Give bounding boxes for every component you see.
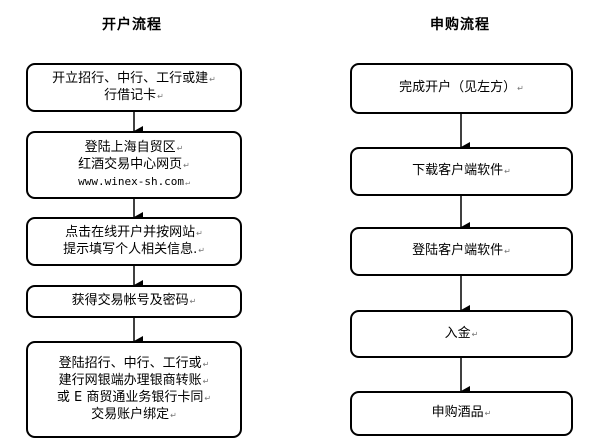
right-step-2-line-1: 下载客户端软件: [412, 163, 511, 180]
right-step-4-line-1: 入金: [445, 326, 479, 343]
left-step-2-line-2: 红酒交易中心网页: [78, 157, 190, 174]
left-step-4: 获得交易帐号及密码: [26, 285, 242, 318]
left-step-5-line-4: 交易账户绑定: [91, 407, 177, 424]
left-step-5-line-3: 或 E 商贸通业务银行卡同: [57, 390, 211, 407]
left-step-2: 登陆上海自贸区 红酒交易中心网页 www.winex-sh.com: [26, 131, 242, 199]
left-step-5: 登陆招行、中行、工行或 建行网银端办理银商转账 或 E 商贸通业务银行卡同 交易…: [26, 341, 242, 438]
left-step-5-line-2: 建行网银端办理银商转账: [59, 373, 210, 390]
right-flow-title: 申购流程: [430, 17, 490, 33]
right-step-3: 登陆客户端软件: [350, 227, 573, 276]
left-flow-title: 开户流程: [102, 17, 162, 33]
left-step-5-line-1: 登陆招行、中行、工行或: [59, 356, 210, 373]
left-step-4-line-1: 获得交易帐号及密码: [72, 293, 197, 310]
left-step-3-line-2: 提示填写个人相关信息.: [63, 242, 205, 259]
left-step-1-line-1: 开立招行、中行、工行或建: [52, 71, 216, 88]
left-step-1: 开立招行、中行、工行或建 行借记卡: [26, 63, 242, 112]
left-step-1-line-2: 行借记卡: [104, 88, 164, 105]
right-step-1-line-1: 完成开户（见左方）: [399, 80, 524, 97]
left-step-2-url: www.winex-sh.com: [78, 174, 190, 191]
right-step-5: 申购酒品: [350, 391, 573, 436]
right-step-1: 完成开户（见左方）: [350, 63, 573, 114]
left-step-3: 点击在线开户并按网站 提示填写个人相关信息.: [26, 217, 242, 266]
right-step-4: 入金: [350, 310, 573, 358]
right-step-5-line-1: 申购酒品: [432, 405, 492, 422]
left-step-2-line-1: 登陆上海自贸区: [85, 140, 184, 157]
right-step-2: 下载客户端软件: [350, 147, 573, 196]
right-step-3-line-1: 登陆客户端软件: [412, 243, 511, 260]
left-step-3-line-1: 点击在线开户并按网站: [65, 225, 203, 242]
